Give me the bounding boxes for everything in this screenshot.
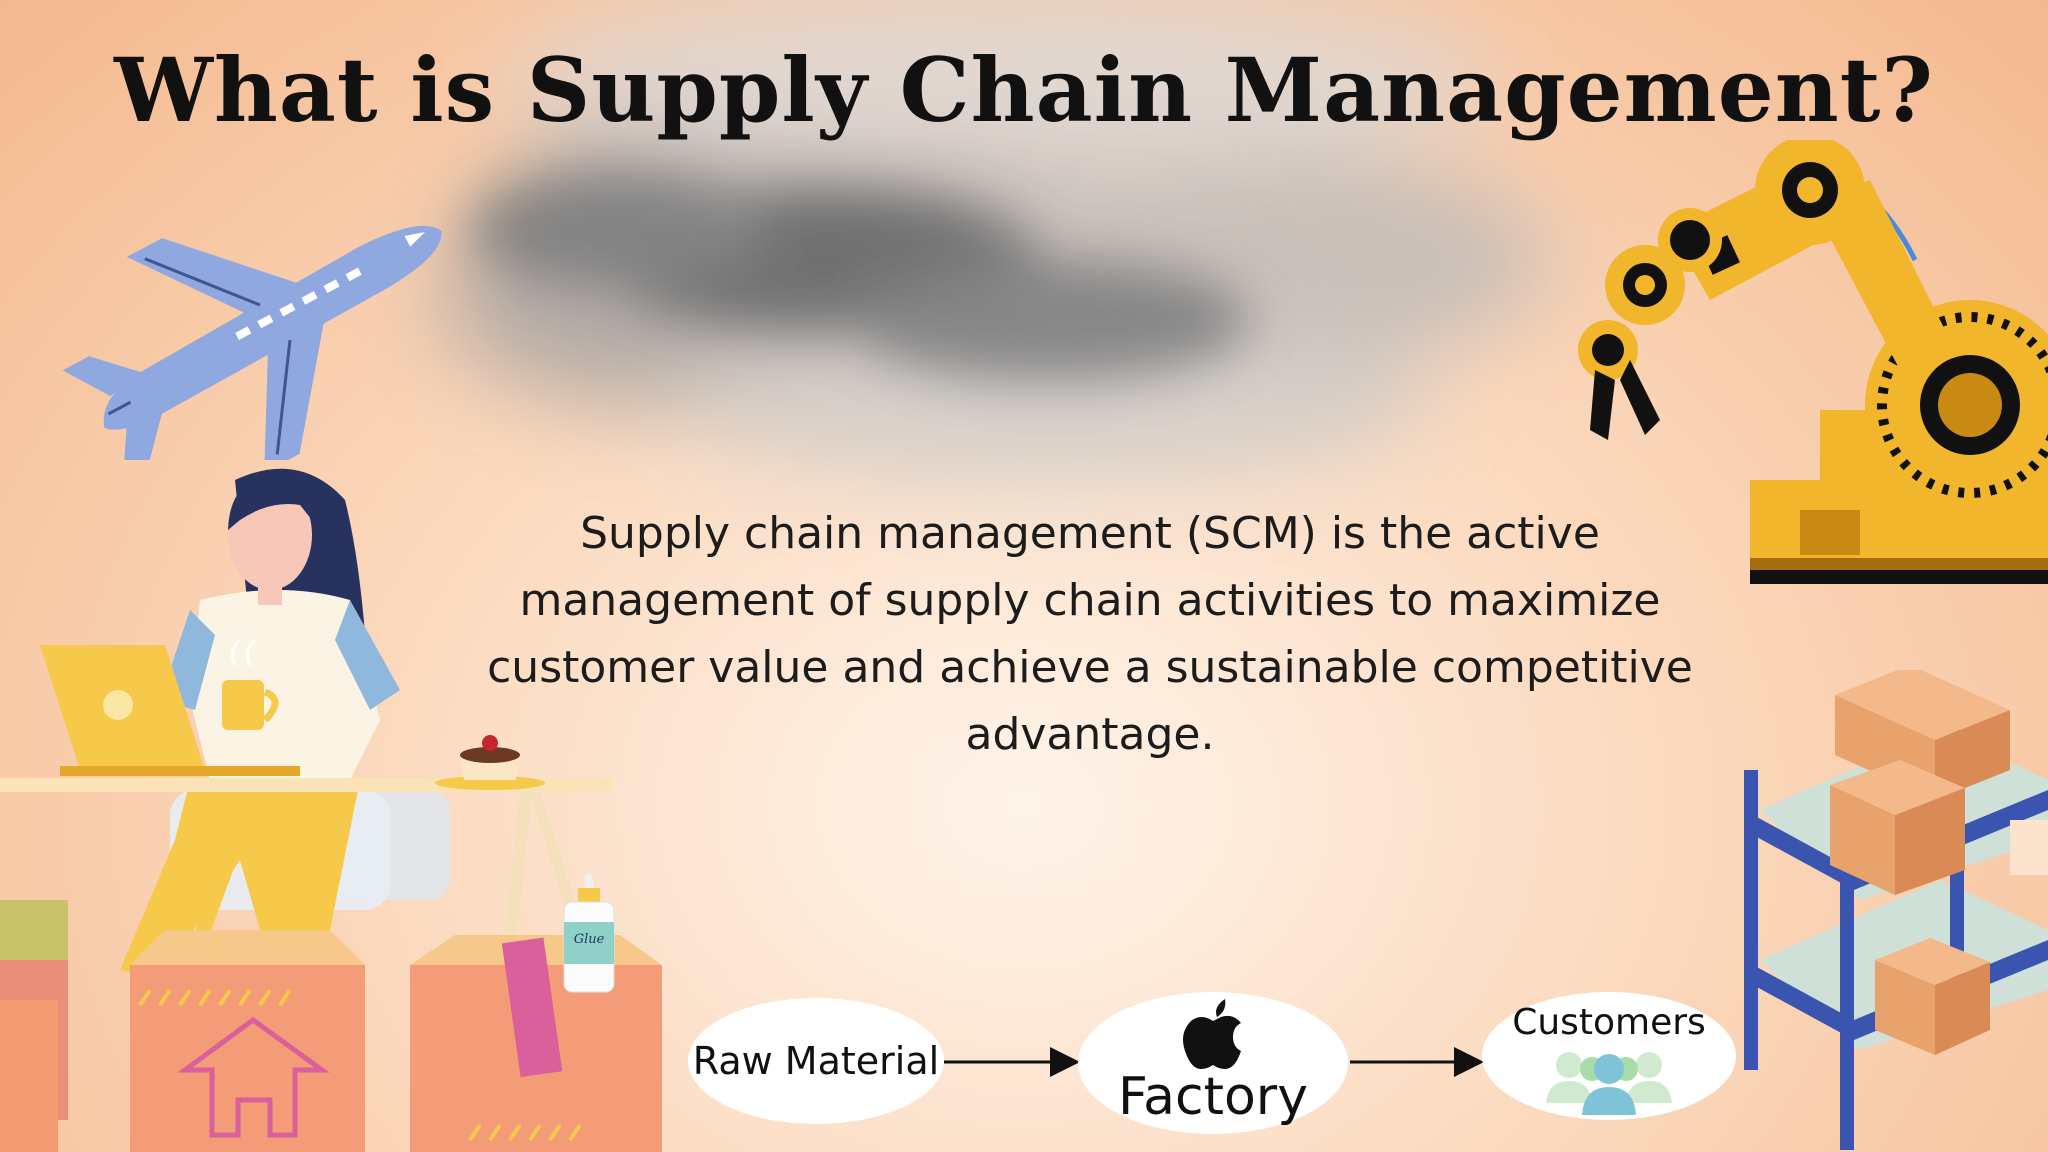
woman-at-desk-illustration (0, 468, 662, 1152)
glue-label: Glue (573, 932, 605, 947)
cardboard-box-icon (1830, 670, 2048, 1055)
airplane-icon (62, 225, 442, 460)
flow-node-customers: Customers (1482, 992, 1736, 1120)
flow-node-raw-material: Raw Material (688, 998, 944, 1124)
page-title: What is Supply Chain Management? (114, 38, 1934, 142)
cake-icon (435, 735, 545, 790)
people-group-icon (1546, 1052, 1672, 1115)
flow-node-factory: Factory (1078, 992, 1348, 1134)
glue-bottle-icon: Glue (560, 874, 618, 996)
factory-label: Factory (1118, 1067, 1308, 1127)
glue-bottle-shape (563, 874, 615, 993)
raw-material-label: Raw Material (692, 1039, 940, 1083)
apple-icon (1183, 999, 1241, 1069)
robotic-arm-icon (1578, 140, 2048, 584)
customers-label: Customers (1512, 1002, 1706, 1043)
warehouse-shelf-icon (1744, 670, 2048, 1150)
scm-definition-text: Supply chain management (SCM) is the act… (487, 508, 1693, 760)
